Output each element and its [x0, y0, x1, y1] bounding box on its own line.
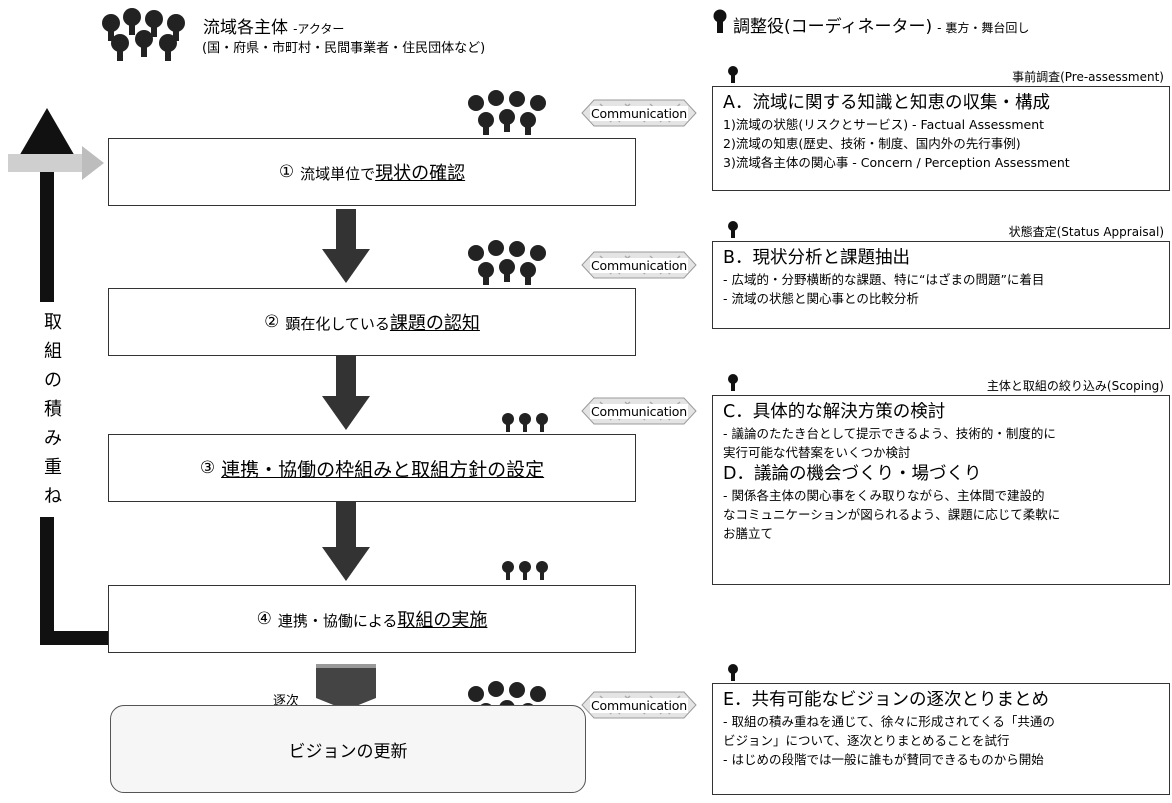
step-1-keyword: 現状の確認	[375, 163, 466, 184]
step-1-box: ① 流域単位で現状の確認	[108, 138, 636, 206]
communication-chip: Communication	[580, 690, 698, 720]
coordinator-title: 調整役(コーディネーター)	[733, 17, 933, 37]
coordinator-pin-icon	[728, 221, 738, 238]
vlabel-char: 重	[44, 457, 62, 478]
step-3-box: ③ 連携・協働の枠組みと取組方針の設定	[108, 434, 636, 502]
box-e-line: - はじめの段階では一般に誰もが賛同できるものから開始	[723, 752, 1044, 767]
box-a-heading: A．流域に関する知識と知恵の収集・構成	[723, 93, 1050, 113]
accumulation-label: 取 組 の 積 み 重 ね	[39, 302, 67, 517]
box-e: E．共有可能なビジョンの逐次とりまとめ - 取組の積み重ねを通じて、徐々に形成さ…	[712, 683, 1170, 795]
box-d-heading: D．議論の機会づくり・場づくり	[723, 464, 982, 484]
box-a-label: 事前調査(Pre-assessment)	[1012, 70, 1164, 84]
coordinator-pin-icon	[728, 664, 738, 681]
coordinator-header: 調整役(コーディネーター) - 裏方・舞台回し	[733, 12, 1029, 37]
box-d-line: お膳立て	[723, 526, 774, 541]
step-2-box: ② 顕在化している課題の認知	[108, 288, 636, 356]
box-b-line: - 流域の状態と関心事との比較分析	[723, 291, 919, 306]
box-e-line: ビジョン」について、逐次とりまとめることを試行	[723, 733, 1010, 748]
vlabel-char: み	[44, 428, 62, 449]
coordinator-pin-icon	[728, 374, 738, 391]
communication-label: Communication	[590, 257, 688, 273]
box-b: B．現状分析と課題抽出 - 広域的・分野横断的な課題、特に“はざまの問題”に着目…	[712, 241, 1170, 329]
crowd-icon	[102, 8, 185, 61]
step-4-box: ④ 連携・協働による取組の実施	[108, 585, 636, 653]
box-b-label: 状態査定(Status Appraisal)	[1008, 225, 1164, 239]
vlabel-char: の	[44, 370, 62, 391]
box-a-line: 1)流域の状態(リスクとサービス) - Factual Assessment	[723, 117, 1045, 132]
box-b-line: - 広域的・分野横断的な課題、特に“はざまの問題”に着目	[723, 272, 1045, 287]
step-4-keyword: 取組の実施	[397, 610, 488, 631]
crowd-icon	[468, 240, 546, 285]
actors-suffix: -アクター	[293, 22, 345, 36]
communication-label: Communication	[590, 105, 688, 121]
vlabel-char: ね	[44, 486, 62, 507]
step-1-prefix: 流域単位で	[300, 165, 376, 183]
step-2-number: ②	[264, 312, 280, 332]
box-cd-label: 主体と取組の絞り込み(Scoping)	[986, 379, 1164, 393]
communication-chip: Communication	[580, 396, 698, 426]
actors-header: 流域各主体 -アクター	[203, 13, 344, 38]
coordinator-pin-icon	[728, 66, 738, 83]
vision-update-label: ビジョンの更新	[288, 741, 408, 762]
communication-chip: Communication	[580, 98, 698, 128]
box-a-line: 2)流域の知恵(歴史、技術・制度、国内外の先行事例)	[723, 136, 1021, 151]
vlabel-char: 取	[44, 312, 62, 333]
step-3-number: ③	[199, 458, 216, 478]
box-b-heading: B．現状分析と課題抽出	[723, 248, 911, 268]
step-2-prefix: 顕在化している	[285, 315, 390, 333]
step-2-keyword: 課題の認知	[389, 313, 480, 334]
step-3-keyword: 連携・協働の枠組みと取組方針の設定	[221, 458, 545, 481]
crowd-icon	[468, 90, 546, 135]
box-c-line: 実行可能な代替案をいくつか検討	[723, 445, 911, 460]
box-d-line: - 関係各主体の関心事をくみ取りながら、主体間で建設的	[723, 488, 1045, 503]
trio-icon	[502, 413, 548, 432]
coordinator-icon	[713, 9, 727, 33]
box-a: A．流域に関する知識と知恵の収集・構成 1)流域の状態(リスクとサービス) - …	[712, 86, 1170, 191]
communication-label: Communication	[590, 403, 688, 419]
trio-icon	[502, 561, 548, 580]
box-d-line: なコミュニケーションが図られるよう、課題に応じて柔軟に	[723, 507, 1061, 522]
box-cd: C．具体的な解決方策の検討 - 議論のたたき台として提示できるよう、技術的・制度…	[712, 395, 1170, 585]
vlabel-char: 組	[44, 341, 62, 362]
box-c-line: - 議論のたたき台として提示できるよう、技術的・制度的に	[723, 426, 1056, 441]
step-4-prefix: 連携・協働による	[277, 612, 398, 630]
actors-note: (国・府県・市町村・民間事業者・住民団体など)	[202, 41, 486, 56]
actors-title: 流域各主体	[203, 18, 288, 38]
vision-update-box: ビジョンの更新	[110, 705, 586, 793]
communication-label: Communication	[590, 697, 688, 713]
box-c-heading: C．具体的な解決方策の検討	[723, 402, 946, 422]
box-e-line: - 取組の積み重ねを通じて、徐々に形成されてくる「共通の	[723, 714, 1055, 729]
step-4-number: ④	[256, 609, 272, 629]
communication-chip: Communication	[580, 250, 698, 280]
vlabel-char: 積	[44, 399, 62, 420]
coordinator-suffix: - 裏方・舞台回し	[937, 21, 1030, 35]
step-1-number: ①	[278, 162, 295, 182]
box-a-line: 3)流域各主体の関心事 - Concern / Perception Asses…	[723, 155, 1070, 170]
box-e-heading: E．共有可能なビジョンの逐次とりまとめ	[723, 690, 1050, 710]
